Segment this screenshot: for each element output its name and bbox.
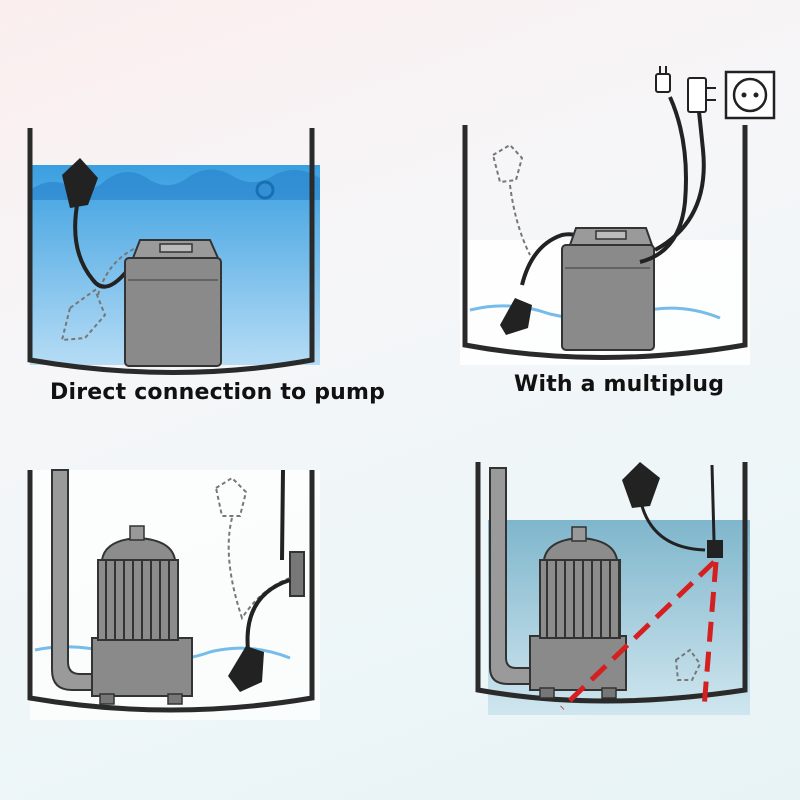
- float-switch-lowered: [674, 648, 702, 681]
- float-switch-lowered: [60, 288, 107, 342]
- float-cable: [245, 578, 291, 651]
- float-switch-raised: [491, 143, 524, 184]
- panel-wall-mounted: [27, 469, 320, 720]
- float-switch: [500, 298, 532, 335]
- panel-multiplug: [460, 66, 776, 365]
- pump-cap: [571, 526, 587, 542]
- power-cable: [280, 469, 285, 561]
- cable-connector: [707, 540, 723, 558]
- sump-tank: [475, 462, 748, 704]
- pump-base: [91, 637, 193, 697]
- float-cable: [73, 199, 137, 289]
- float-switch: [228, 646, 264, 692]
- float-switch-raised: [214, 476, 248, 517]
- float-cable: [638, 497, 706, 552]
- pump-handle: [159, 243, 193, 253]
- pump-power-cable: [639, 96, 688, 264]
- pump-handle: [595, 230, 627, 240]
- pump-base: [529, 635, 627, 691]
- pump-motor: [539, 559, 621, 639]
- panel-direct-connection: [27, 128, 320, 375]
- wall-bracket: [289, 551, 305, 597]
- cable-dotted: [509, 184, 531, 256]
- sump-tank: [27, 128, 315, 375]
- float-switch: [62, 158, 98, 208]
- pump-cap: [129, 525, 145, 541]
- wall-socket-icon: [724, 70, 776, 120]
- sump-tank: [462, 125, 748, 360]
- cable-dotted: [227, 517, 291, 621]
- caption-direct-connection: Direct connection to pump: [50, 380, 386, 405]
- water-wave: [30, 169, 320, 200]
- pump-foot: [99, 693, 115, 705]
- warning-line: [560, 560, 716, 710]
- multiplug-icon: [655, 66, 716, 113]
- caption-multiplug: With a multiplug: [514, 372, 725, 397]
- float-switch: [622, 462, 660, 508]
- power-cable: [710, 464, 716, 541]
- pump-foot: [539, 687, 555, 699]
- pump-foot: [167, 693, 183, 705]
- cable-dotted: [97, 246, 139, 296]
- sump-tank: [27, 470, 315, 713]
- pump-body: [124, 257, 222, 367]
- warning-line: [701, 561, 719, 709]
- pump-foot: [601, 687, 617, 699]
- panel-incorrect: [475, 462, 750, 715]
- pump-motor: [97, 559, 179, 641]
- water-bubble: [255, 180, 275, 200]
